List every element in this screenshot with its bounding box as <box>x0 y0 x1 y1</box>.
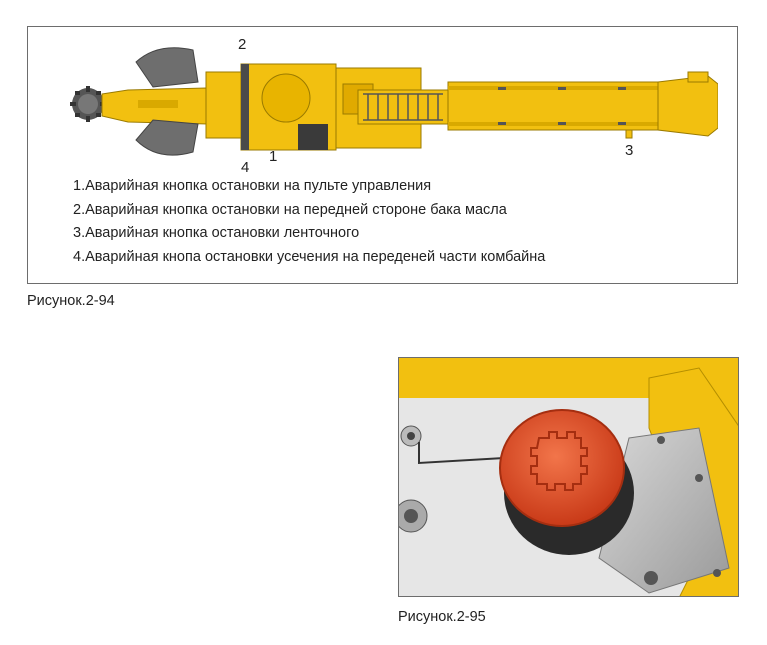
callout-3: 3 <box>625 142 634 159</box>
figure-2-95 <box>398 357 739 597</box>
figure-2-94: 1 2 3 4 1.Аварийная кнопка остановки на … <box>27 26 738 284</box>
legend-item-2: 2.Аварийная кнопка остановки на передней… <box>73 201 507 218</box>
legend-item-1: 1.Аварийная кнопка остановки на пульте у… <box>73 178 432 194</box>
callout-4: 4 <box>241 159 250 176</box>
legend-item-4: 4.Аварийная кнопа остановки усечения на … <box>73 248 546 265</box>
figure-2-94-caption: Рисунок.2-94 <box>27 293 115 309</box>
legend-item-3: 3.Аварийная кнопка остановки ленточного <box>73 225 360 241</box>
figure-2-95-caption: Рисунок.2-95 <box>398 609 486 625</box>
roadheader-machine-illustration <box>70 47 718 156</box>
legend: 1.Аварийная кнопка остановки на пульте у… <box>73 175 545 269</box>
callout-2: 2 <box>238 36 247 53</box>
callout-1: 1 <box>269 148 278 165</box>
emergency-stop-button-photo <box>399 358 738 596</box>
